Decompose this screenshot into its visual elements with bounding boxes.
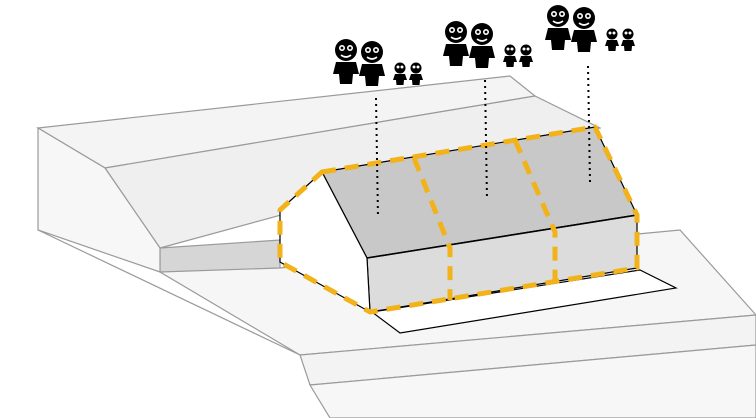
adult-figure-icon [570, 6, 598, 53]
family-icon [332, 38, 423, 87]
terrain-edge [37, 229, 301, 356]
adult-figure-icon [358, 40, 386, 87]
adult-figure-icon [442, 20, 470, 67]
child-figure-icon [503, 44, 517, 67]
left-cliff-face [37, 126, 161, 273]
unit-divider-1 [411, 157, 453, 300]
child-figure-icon [409, 62, 423, 85]
adult-figure-icon [468, 22, 496, 69]
leader-line-3 [587, 65, 591, 183]
lower-step [299, 314, 756, 386]
adult-figure-icon [332, 38, 360, 85]
unit-divider-2 [512, 139, 558, 285]
unit-boundaries [277, 124, 640, 315]
terraced-building [279, 126, 638, 314]
family-icon [544, 4, 635, 53]
child-figure-icon [605, 28, 619, 51]
leader-line-2 [484, 79, 488, 201]
leader-lines [375, 65, 591, 219]
child-figure-icon [519, 44, 533, 67]
adult-figure-icon [544, 4, 572, 51]
leader-line-1 [375, 97, 379, 219]
building-boundary-outline [277, 124, 640, 315]
child-figure-icon [393, 62, 407, 85]
eaves-line [366, 214, 638, 259]
child-figure-icon [621, 28, 635, 51]
lower-terrace [308, 344, 756, 418]
family-icon [442, 20, 533, 69]
